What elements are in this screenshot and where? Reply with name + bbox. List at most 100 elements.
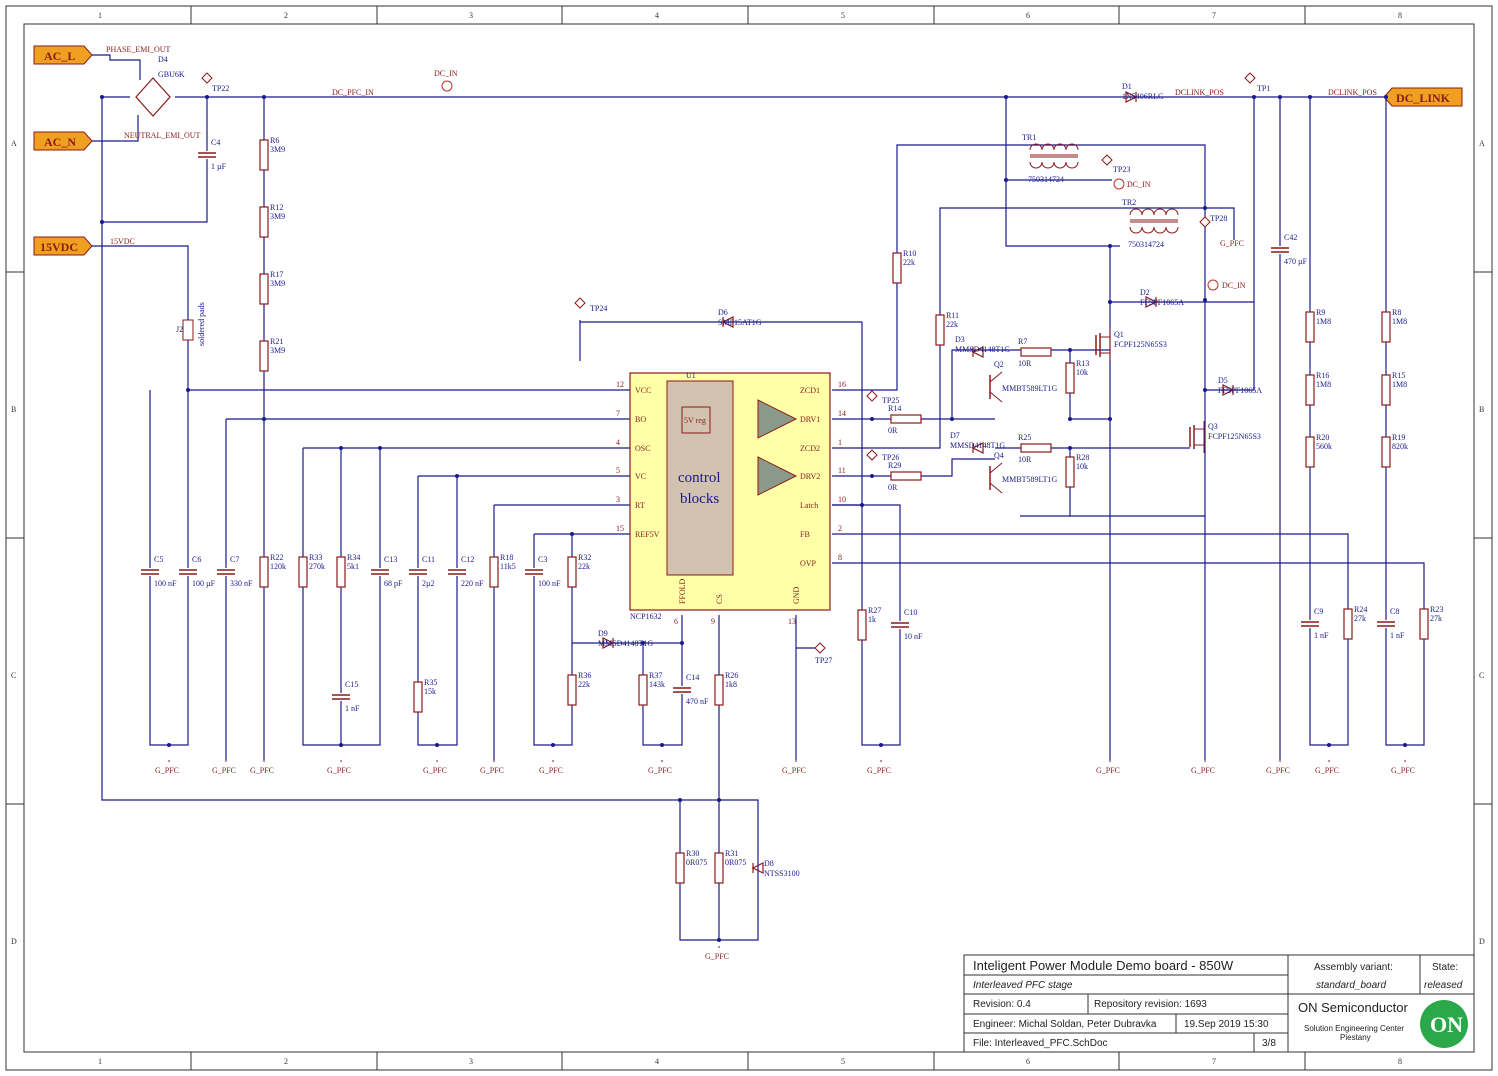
svg-text:R25: R25: [1018, 433, 1031, 442]
column-marker: 3: [469, 1057, 473, 1066]
svg-text:D1: D1: [1122, 82, 1132, 91]
pin-name: REF5V: [635, 530, 660, 539]
pin-number: 2: [838, 524, 842, 533]
capacitor-c4: C41 µF: [197, 138, 227, 171]
svg-text:R24: R24: [1354, 605, 1367, 614]
svg-text:100 µF: 100 µF: [192, 579, 216, 588]
svg-text:standard_board: standard_board: [1316, 980, 1386, 991]
svg-text:Interleaved PFC stage: Interleaved PFC stage: [973, 980, 1073, 991]
svg-text:File: Interleaved_PFC.SchDoc: File: Interleaved_PFC.SchDoc: [973, 1038, 1108, 1049]
pin-number: 13: [788, 617, 796, 626]
test-point-label: TP23: [1113, 165, 1130, 174]
svg-text:100 nF: 100 nF: [538, 579, 561, 588]
title-block: Inteligent Power Module Demo board - 850…: [963, 954, 1475, 1053]
svg-text:2µ2: 2µ2: [422, 579, 435, 588]
svg-text:R33: R33: [309, 553, 322, 562]
svg-text:10R: 10R: [1018, 455, 1032, 464]
svg-text:470 nF: 470 nF: [686, 697, 709, 706]
svg-text:15VDC: 15VDC: [40, 240, 78, 254]
ground-label: G_PFC: [212, 766, 236, 775]
svg-text:R26: R26: [725, 671, 738, 680]
column-marker: 5: [841, 11, 845, 20]
svg-text:3M9: 3M9: [270, 346, 285, 355]
svg-text:MMBT589LT1G: MMBT589LT1G: [1002, 384, 1057, 393]
svg-text:Repository revision: 1693: Repository revision: 1693: [1094, 999, 1207, 1010]
capacitor-c11: C11 2µ2: [408, 555, 435, 588]
svg-text:R36: R36: [578, 671, 591, 680]
svg-text:1 µF: 1 µF: [211, 162, 227, 171]
svg-text:15VDC: 15VDC: [110, 237, 135, 246]
svg-text:AC_N: AC_N: [44, 135, 76, 149]
svg-text:NCP1632: NCP1632: [630, 612, 662, 621]
svg-text:NTSS3100: NTSS3100: [764, 869, 800, 878]
svg-text:C42: C42: [1284, 233, 1297, 242]
svg-text:D6: D6: [718, 308, 728, 317]
svg-text:C14: C14: [686, 673, 699, 682]
svg-text:270k: 270k: [309, 562, 325, 571]
svg-text:10R: 10R: [1018, 359, 1032, 368]
row-marker: B: [1479, 405, 1484, 414]
pin-name: OVP: [800, 559, 817, 568]
svg-text:C9: C9: [1314, 607, 1323, 616]
pin-name: DRV2: [800, 472, 820, 481]
row-marker: B: [11, 405, 16, 414]
svg-text:R22: R22: [270, 553, 283, 562]
svg-text:19.Sep 2019 15:30: 19.Sep 2019 15:30: [1184, 1019, 1269, 1030]
svg-text:R37: R37: [649, 671, 662, 680]
svg-text:0R075: 0R075: [725, 858, 746, 867]
test-point-label: TP28: [1210, 214, 1227, 223]
pin-name: FB: [800, 530, 810, 539]
column-marker: 4: [655, 1057, 659, 1066]
net-labels: PHASE_EMI_OUT NEUTRAL_EMI_OUT 15VDC DC_P…: [106, 45, 1377, 290]
svg-text:0R075: 0R075: [686, 858, 707, 867]
pin-number: 7: [616, 409, 620, 418]
svg-text:DC_LINK: DC_LINK: [1396, 91, 1451, 105]
port-ac-n: AC_N: [33, 131, 93, 151]
ground-label: G_PFC: [480, 766, 504, 775]
pin-name: VCC: [635, 386, 651, 395]
svg-text:ON Semiconductor: ON Semiconductor: [1298, 1000, 1408, 1015]
svg-text:5k1: 5k1: [347, 562, 359, 571]
svg-text:PHASE_EMI_OUT: PHASE_EMI_OUT: [106, 45, 171, 54]
svg-text:0R: 0R: [888, 483, 898, 492]
ground-label: G_PFC: [1266, 766, 1290, 775]
svg-text:D8: D8: [764, 859, 774, 868]
svg-text:D5: D5: [1218, 376, 1228, 385]
svg-text:GBU6K: GBU6K: [158, 70, 185, 79]
test-point-label: TP26: [882, 453, 899, 462]
row-marker: C: [1479, 671, 1484, 680]
column-marker: 2: [284, 1057, 288, 1066]
column-marker: 4: [655, 11, 659, 20]
ground-label: G_PFC: [155, 766, 179, 775]
svg-text:R15: R15: [1392, 371, 1405, 380]
capacitor-c8: C81 nF: [1376, 607, 1405, 640]
capacitor-c42: C42 470 µF: [1270, 233, 1308, 266]
svg-text:soldered pads: soldered pads: [197, 302, 206, 346]
svg-text:Q4: Q4: [994, 451, 1004, 460]
svg-text:1M8: 1M8: [1316, 317, 1331, 326]
ground-label: G_PFC: [782, 766, 806, 775]
svg-text:R9: R9: [1316, 308, 1325, 317]
svg-text:R17: R17: [270, 270, 283, 279]
svg-text:C11: C11: [422, 555, 435, 564]
svg-text:3M9: 3M9: [270, 212, 285, 221]
ground-label: G_PFC: [1391, 766, 1415, 775]
svg-text:120k: 120k: [270, 562, 286, 571]
svg-text:470 µF: 470 µF: [1284, 257, 1308, 266]
